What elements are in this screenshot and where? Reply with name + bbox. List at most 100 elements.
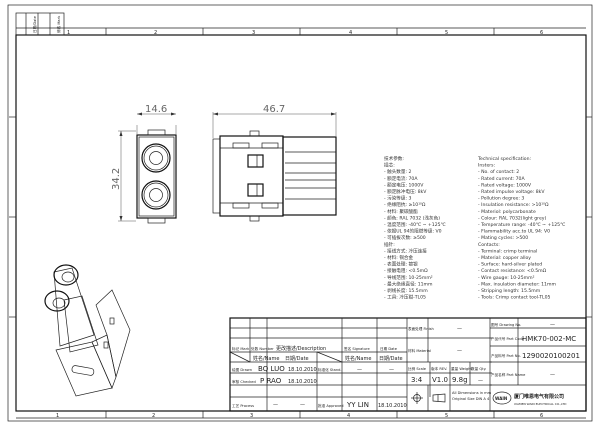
projection-symbol-icon — [411, 392, 446, 404]
spec-line: - Rated impulse voltage: 8kV — [478, 189, 545, 195]
col-label: 5 — [445, 30, 448, 36]
svg-text:修改 Mark: 修改 Mark — [56, 15, 61, 33]
svg-text:—: — — [357, 367, 362, 373]
svg-text:标准化 Stand.: 标准化 Stand. — [318, 367, 342, 372]
svg-text:姓名/Name: 姓名/Name — [345, 355, 371, 362]
revision-corner-block: 日期/Date 修改 Mark — [15, 12, 65, 36]
spec-line: - 接触电阻: <0.5mΩ — [384, 267, 428, 274]
title-block: 标记 Mark 处数 Number 更改描述/Description 签名 Si… — [229, 317, 587, 412]
spec-line: - Flammability acc.to UL 94: V0 — [478, 229, 550, 235]
spec-line: - Mating cycles: >500 — [478, 235, 528, 241]
svg-text:审核 Checked: 审核 Checked — [232, 379, 256, 384]
svg-text:—: — — [457, 348, 462, 354]
svg-text:绘图 Drawn: 绘图 Drawn — [232, 367, 252, 372]
scale-value: 3:4 — [411, 376, 423, 384]
spec-line: - Materiol: polycarbonate — [478, 209, 536, 215]
spec-line: - Insulation resistance: >10¹⁰Ω — [478, 202, 549, 208]
side-view: 46.7 — [212, 104, 337, 222]
svg-text:重量 Weight: 重量 Weight — [451, 366, 472, 371]
spec-line: - 最大绝缘直径: 11mm — [384, 280, 433, 287]
svg-text:6: 6 — [540, 413, 543, 419]
spec-line: - 颜色: RAL 7032 (浅灰色) — [384, 214, 440, 221]
drawn-by: BQ LUO — [258, 365, 285, 373]
checked-by: P RAO — [260, 377, 282, 385]
svg-text:2: 2 — [152, 413, 155, 419]
svg-text:材料 Material: 材料 Material — [408, 348, 431, 353]
svg-text:—: — — [457, 326, 462, 332]
svg-text:签名 Signature: 签名 Signature — [344, 346, 370, 351]
spec-line: - Contact resistance: <0.5mΩ — [478, 268, 547, 274]
svg-text:比例 Scale: 比例 Scale — [408, 366, 427, 371]
spec-line: - No. of contact: 2 — [478, 169, 519, 175]
svg-text:日期/Date: 日期/Date — [32, 15, 37, 33]
svg-text:XIAMEN WAIN ELECTRICAL CO.,LTD: XIAMEN WAIN ELECTRICAL CO.,LTD — [514, 402, 567, 406]
spec-line: - Rated current: 70A — [478, 176, 525, 182]
bottom-ruler: 1 2 3 4 5 6 — [56, 411, 543, 419]
spec-line: Insters: — [478, 163, 496, 169]
svg-text:数量 Qty.: 数量 Qty. — [471, 366, 487, 371]
spec-line: - 可插拔次数: ≥500 — [384, 234, 426, 241]
spec-line: - Pollution degree: 3 — [478, 196, 524, 202]
side-ruler — [9, 116, 592, 318]
svg-text:日期/Date: 日期/Date — [285, 356, 309, 362]
spec-line: - 导线范围: 10-25mm² — [384, 274, 433, 281]
svg-text:姓名/Name: 姓名/Name — [253, 355, 279, 362]
spec-line: 插芯: — [384, 162, 395, 169]
svg-text:—: — — [478, 378, 483, 384]
spec-line: - Max. insulation diameter: 11mm — [478, 281, 556, 287]
col-label: 1 — [67, 30, 70, 36]
spec-line: - 触头数量: 2 — [384, 168, 412, 175]
spec-line: - 绝缘阻抗: ≥10¹⁰Ω — [384, 201, 426, 208]
svg-text:图号 Drawing No.: 图号 Drawing No. — [491, 322, 521, 327]
svg-text:产品名称 Part Name: 产品名称 Part Name — [491, 372, 526, 377]
spec-line: 插针: — [384, 241, 395, 248]
spec-line: - Stripping length: 15.5mm — [478, 288, 541, 294]
spec-english: Technical specification:Insters:- No. of… — [477, 156, 565, 301]
spec-line: 技术参数: — [384, 155, 404, 162]
svg-text:—: — — [300, 402, 305, 408]
spec-line: - 工具: 冷压钳-TL05 — [384, 294, 426, 301]
spec-line: - Temperature range: -40℃ ~ +125℃ — [478, 222, 565, 228]
svg-text:日期 Date: 日期 Date — [380, 346, 398, 351]
spec-line: - 额定电压: 1000V — [384, 181, 424, 188]
svg-text:表面处理 Finish: 表面处理 Finish — [408, 326, 434, 331]
svg-text:—: — — [273, 402, 278, 408]
approved-by: YY LIN — [346, 401, 369, 409]
svg-text:18.10.2010: 18.10.2010 — [288, 379, 317, 385]
spec-line: - 材料: 铜合金 — [384, 254, 414, 261]
spec-line: - 剥线长度: 15.5mm — [384, 287, 428, 294]
col-label: 2 — [154, 30, 157, 36]
spec-line: - Rated voltage: 1000V — [478, 182, 532, 188]
svg-text:4: 4 — [347, 413, 350, 419]
weight-value: 9.8g — [452, 376, 468, 384]
col-label: 6 — [540, 30, 543, 36]
isometric-view — [44, 264, 131, 397]
svg-text:处数 Number: 处数 Number — [251, 346, 274, 351]
svg-text:WAIN: WAIN — [495, 396, 507, 401]
length-dimension: 46.7 — [263, 104, 285, 115]
spec-line: - 温度范围: -40℃ ~ +125℃ — [384, 221, 446, 228]
spec-line: - Wire gauge: 10-25mm² — [478, 275, 535, 281]
spec-line: - 额定电流: 70A — [384, 175, 418, 182]
svg-text:All Dimensions in mm: All Dimensions in mm — [452, 391, 492, 395]
col-label: 4 — [349, 30, 352, 36]
part-code: HMK70-002-MC — [522, 335, 576, 343]
spec-line: - Surface: hard-silver plated — [478, 262, 542, 268]
svg-text:18.10.2010: 18.10.2010 — [378, 403, 407, 409]
spec-line: - Colour: RAL 7032(light grey) — [478, 215, 546, 221]
spec-line: - 污染等级: 3 — [384, 195, 412, 202]
part-number: 1290020100201 — [522, 352, 580, 360]
svg-text:标记 Mark: 标记 Mark — [232, 346, 250, 351]
spec-line: - Tools: Crimp contact tool-TL05 — [478, 295, 551, 301]
svg-text:1: 1 — [56, 413, 59, 419]
spec-line: - 依据UL 94的阻燃等级: V0 — [384, 228, 442, 235]
svg-text:版本 REV.: 版本 REV. — [431, 366, 447, 371]
spec-line: Contacts: — [478, 242, 500, 248]
spec-chinese: 技术参数:插芯:- 触头数量: 2- 额定电流: 70A- 额定电压: 1000… — [384, 155, 446, 301]
spec-line: - 表面处理: 镀银 — [384, 261, 418, 268]
spec-line: - 接线方式: 冷压连接 — [384, 247, 427, 254]
svg-text:产品代号 Part Code: 产品代号 Part Code — [491, 336, 525, 341]
col-label: 3 — [252, 30, 255, 36]
width-dimension: 14.6 — [145, 104, 167, 115]
